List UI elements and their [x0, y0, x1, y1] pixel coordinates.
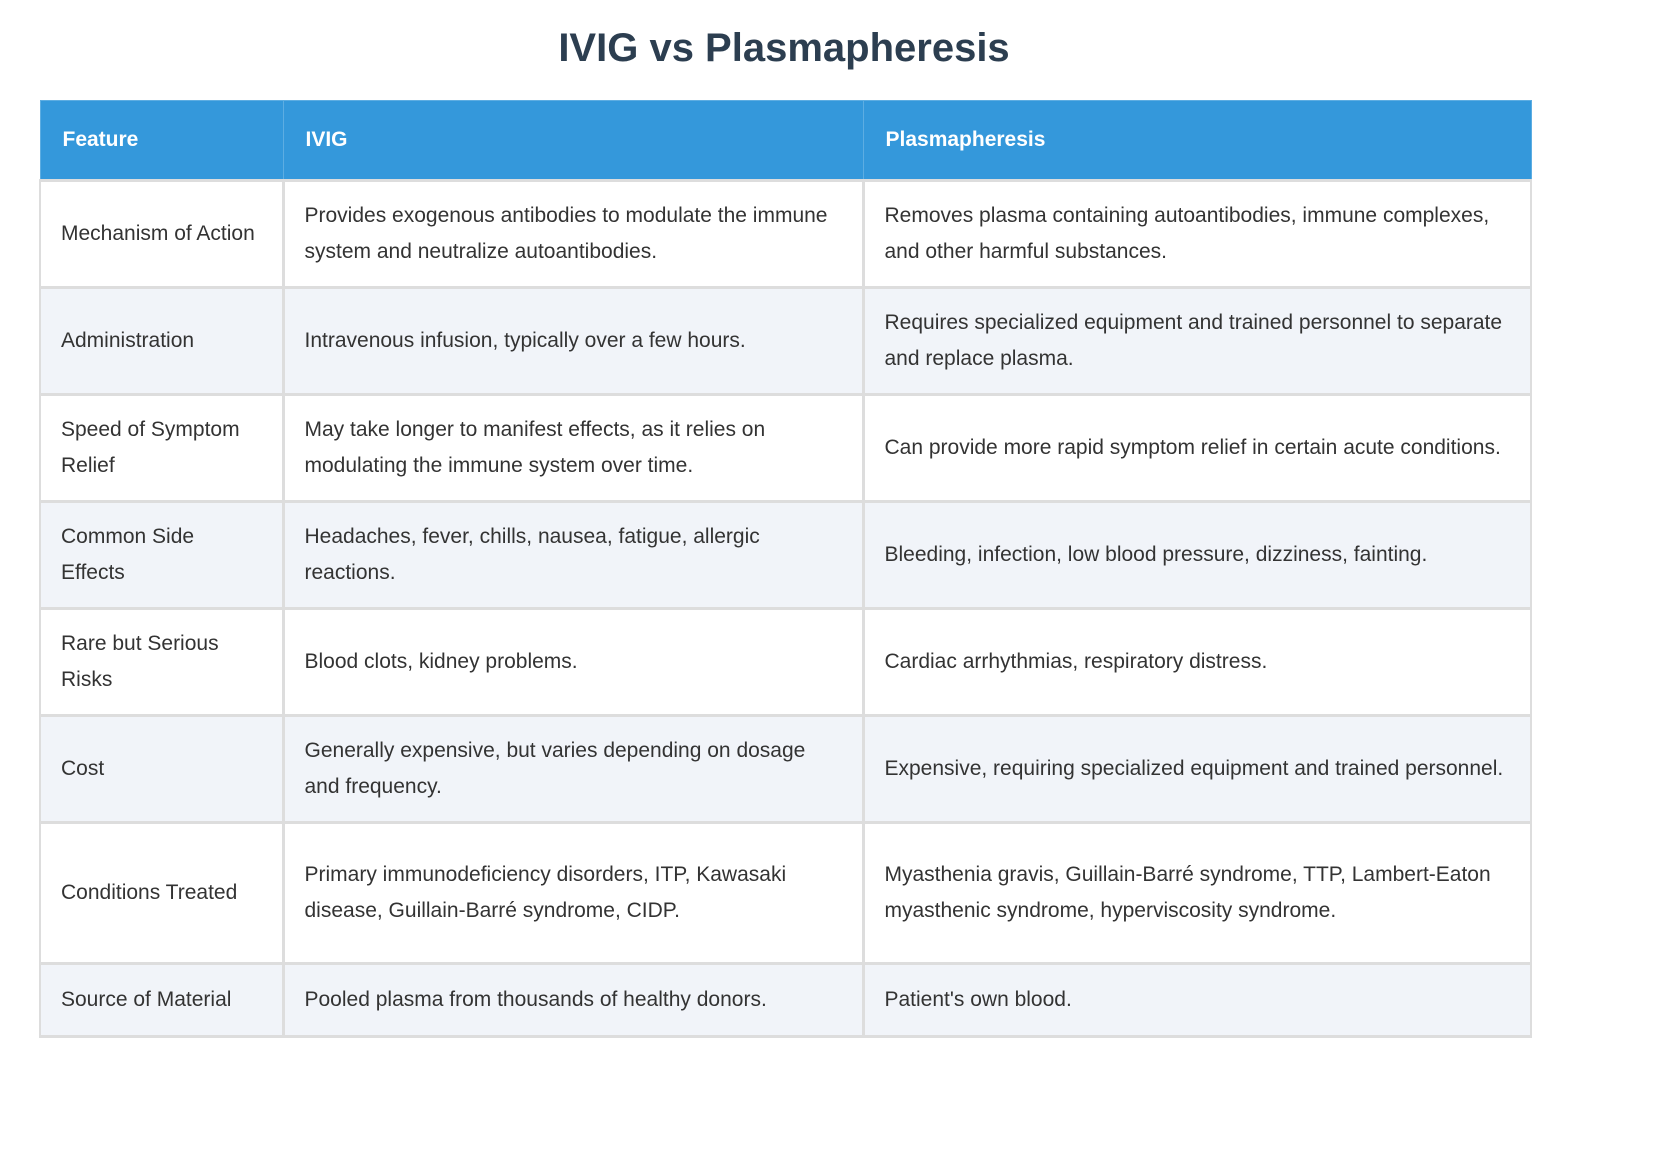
cell-feature: Mechanism of Action	[39, 180, 285, 289]
cell-ivig: Primary immunodeficiency disorders, ITP,…	[281, 822, 865, 965]
cell-plasmapheresis: Expensive, requiring specialized equipme…	[861, 715, 1532, 824]
table-row: Common Side Effects Headaches, fever, ch…	[39, 501, 1532, 610]
cell-feature: Common Side Effects	[39, 501, 285, 610]
table-row: Cost Generally expensive, but varies dep…	[39, 715, 1532, 824]
cell-plasmapheresis: Requires specialized equipment and train…	[861, 287, 1532, 396]
cell-ivig: Intravenous infusion, typically over a f…	[281, 287, 865, 396]
cell-ivig: Provides exogenous antibodies to modulat…	[281, 180, 865, 289]
header-feature: Feature	[39, 100, 284, 182]
cell-ivig: Generally expensive, but varies dependin…	[281, 715, 865, 824]
cell-ivig: Headaches, fever, chills, nausea, fatigu…	[281, 501, 865, 610]
comparison-table: Feature IVIG Plasmapheresis Mechanism of…	[39, 100, 1532, 1038]
table-row: Rare but Serious Risks Blood clots, kidn…	[39, 608, 1532, 717]
cell-plasmapheresis: Removes plasma containing autoantibodies…	[861, 180, 1532, 289]
cell-plasmapheresis: Can provide more rapid symptom relief in…	[861, 394, 1532, 503]
cell-feature: Administration	[39, 287, 285, 396]
cell-feature: Rare but Serious Risks	[39, 608, 285, 717]
table-row: Administration Intravenous infusion, typ…	[39, 287, 1532, 396]
cell-ivig: May take longer to manifest effects, as …	[281, 394, 865, 503]
header-plasmapheresis: Plasmapheresis	[862, 100, 1532, 182]
cell-ivig: Blood clots, kidney problems.	[281, 608, 865, 717]
cell-ivig: Pooled plasma from thousands of healthy …	[281, 963, 865, 1038]
cell-feature: Cost	[39, 715, 285, 824]
cell-plasmapheresis: Myasthenia gravis, Guillain-Barré syndro…	[861, 822, 1532, 965]
table-row: Speed of Symptom Relief May take longer …	[39, 394, 1532, 503]
cell-feature: Conditions Treated	[39, 822, 285, 965]
table-row: Conditions Treated Primary immunodeficie…	[39, 822, 1532, 965]
cell-plasmapheresis: Bleeding, infection, low blood pressure,…	[861, 501, 1532, 610]
cell-feature: Source of Material	[39, 963, 285, 1038]
header-ivig: IVIG	[282, 100, 864, 182]
cell-feature: Speed of Symptom Relief	[39, 394, 285, 503]
cell-plasmapheresis: Patient's own blood.	[861, 963, 1532, 1038]
cell-plasmapheresis: Cardiac arrhythmias, respiratory distres…	[861, 608, 1532, 717]
table-row: Mechanism of Action Provides exogenous a…	[39, 180, 1532, 289]
table-row: Source of Material Pooled plasma from th…	[39, 963, 1532, 1038]
table-header-row: Feature IVIG Plasmapheresis	[39, 100, 1532, 182]
page-title: IVIG vs Plasmapheresis	[558, 26, 1010, 70]
